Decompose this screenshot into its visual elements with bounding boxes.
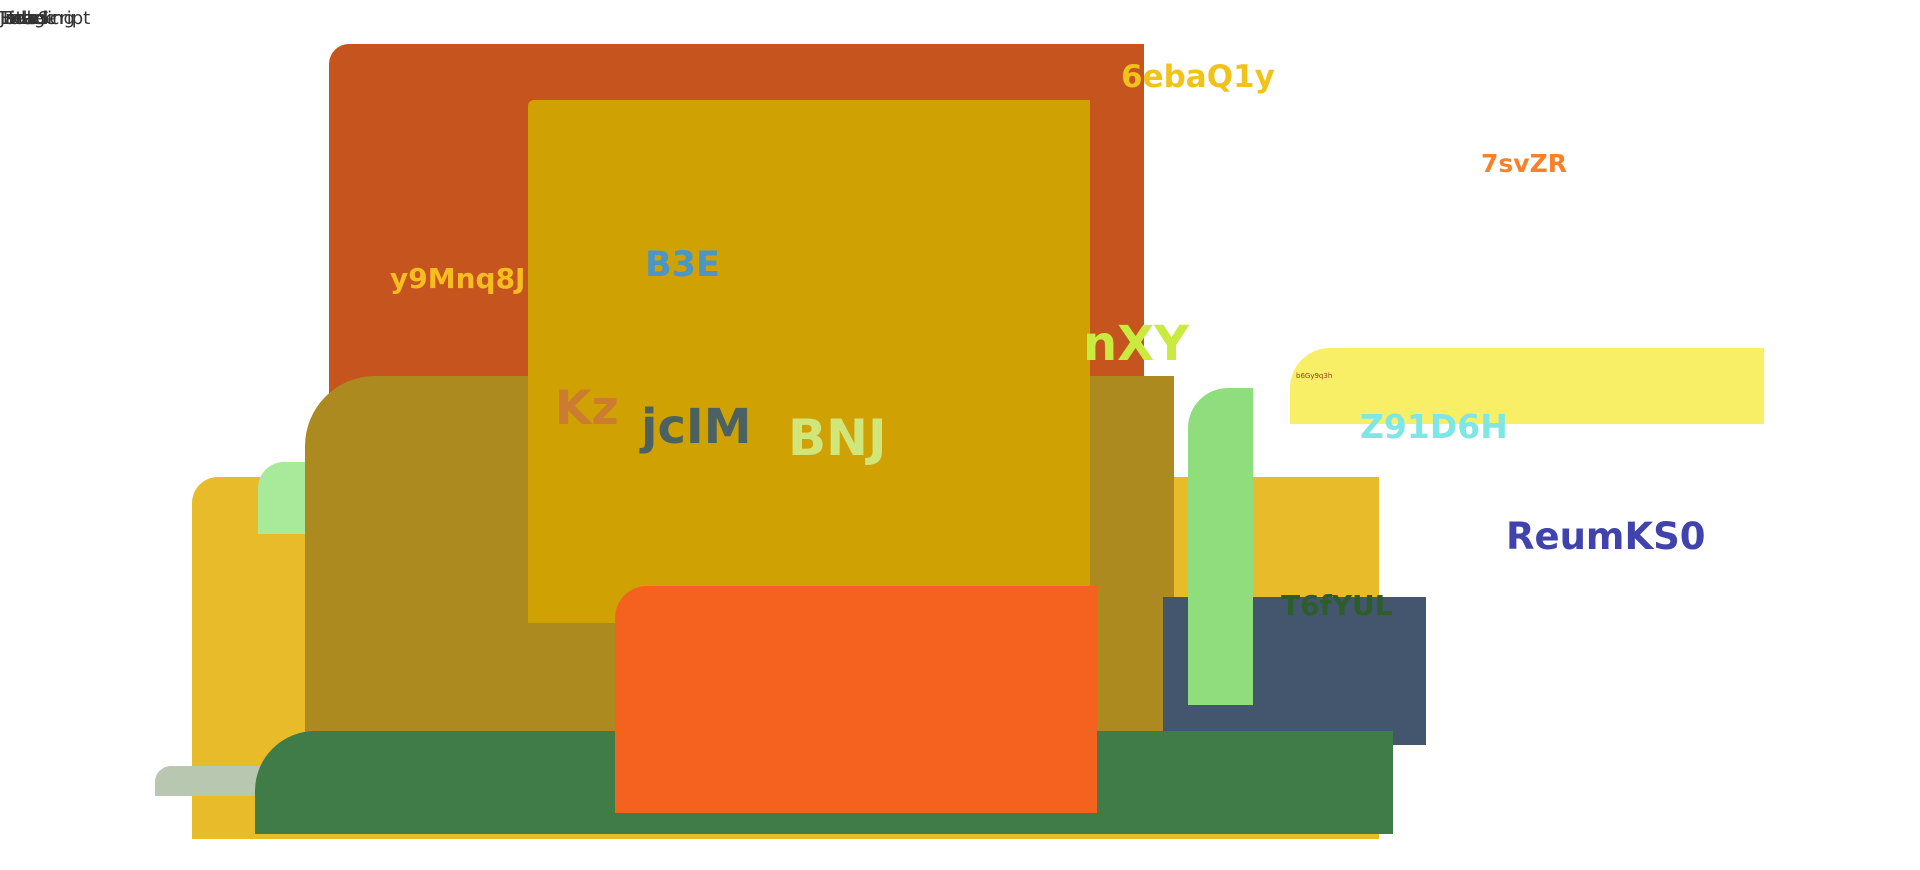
corner-label-image: Image (0, 8, 57, 29)
light-green-bar (1188, 388, 1253, 705)
corner-label-heading: Heading (0, 8, 75, 29)
label-z91d6h: Z91D6H (1360, 407, 1508, 446)
label-b6gy9q3h: b6Gy9q3h (1296, 372, 1333, 380)
label-6ebaq1y: 6ebaQ1y (1121, 59, 1275, 95)
orange-block (615, 586, 1097, 813)
corner-label-title: Title (0, 8, 39, 29)
label-jcim: jcIM (641, 399, 752, 455)
pale-green-tab (258, 462, 306, 534)
label-bnj: BNJ (788, 409, 887, 467)
label-reumks0: ReumKS0 (1506, 515, 1706, 558)
sage-tab (155, 766, 265, 796)
corner-label-link: Link (0, 8, 37, 29)
corner-label-label: Label (0, 8, 49, 29)
mustard-block (528, 100, 1090, 623)
label-nxy: nXY (1083, 316, 1189, 372)
label-y9mnq8j: y9Mnq8J (390, 262, 526, 295)
label-kz: Kz (555, 381, 619, 436)
label-t6fyul: T6fYUL (1281, 589, 1393, 622)
label-b3e: B3E (645, 245, 720, 285)
corner-label-javascript: JavaScript (0, 8, 91, 29)
label-7svzr: 7svZR (1481, 149, 1567, 178)
yellow-bar (1290, 348, 1764, 424)
